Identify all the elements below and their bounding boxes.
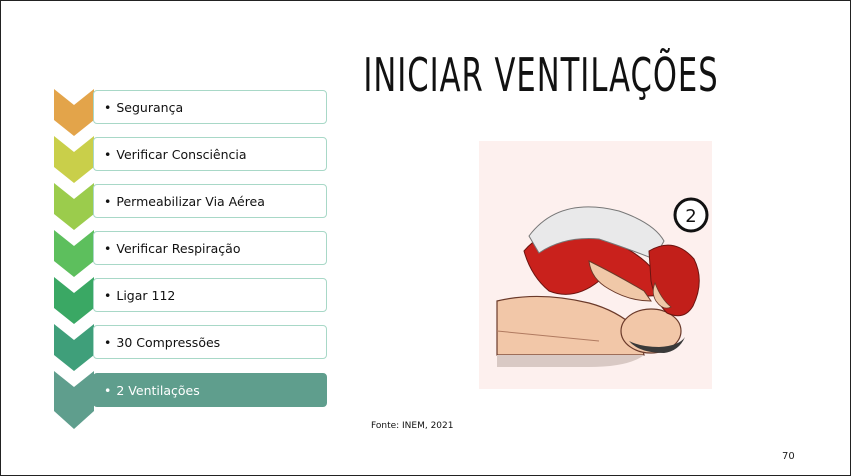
slide-title: INICIAR VENTILAÇÕES	[363, 49, 719, 103]
rescue-breathing-illustration: 2	[479, 141, 712, 389]
step-chevron-5	[54, 277, 94, 324]
source-citation: Fonte: INEM, 2021	[371, 421, 454, 431]
step-label: 2 Ventilações	[116, 382, 200, 398]
bullet: •	[104, 193, 112, 209]
step-chevron-4	[54, 230, 94, 277]
step-chevron-7	[54, 371, 94, 429]
step-box-seguranca: • Segurança	[93, 90, 327, 124]
step-label: Verificar Consciência	[116, 146, 247, 162]
bullet: •	[104, 146, 112, 162]
step-label: 30 Compressões	[116, 334, 221, 350]
step-label: Permeabilizar Via Aérea	[116, 193, 265, 209]
illustration-badge: 2	[685, 206, 696, 227]
bullet: •	[104, 99, 112, 115]
bullet: •	[104, 287, 112, 303]
bullet: •	[104, 240, 112, 256]
step-label: Segurança	[116, 99, 184, 115]
step-box-permeabilizar-via-aerea: • Permeabilizar Via Aérea	[93, 184, 327, 218]
page-number: 70	[782, 451, 795, 462]
step-label: Verificar Respiração	[116, 240, 241, 256]
step-chevron-2	[54, 136, 94, 183]
step-box-verificar-consciencia: • Verificar Consciência	[93, 137, 327, 171]
step-box-30-compressoes: • 30 Compressões	[93, 325, 327, 359]
bullet: •	[104, 334, 112, 350]
bullet: •	[104, 382, 112, 398]
step-box-verificar-respiracao: • Verificar Respiração	[93, 231, 327, 265]
step-chevron-3	[54, 183, 94, 230]
illustration-graphic: 2	[496, 197, 709, 367]
step-label: Ligar 112	[116, 287, 176, 303]
step-box-2-ventilacoes: • 2 Ventilações	[93, 373, 327, 407]
step-chevron-1	[54, 89, 94, 136]
step-chevron-6	[54, 324, 94, 371]
step-box-ligar-112: • Ligar 112	[93, 278, 327, 312]
